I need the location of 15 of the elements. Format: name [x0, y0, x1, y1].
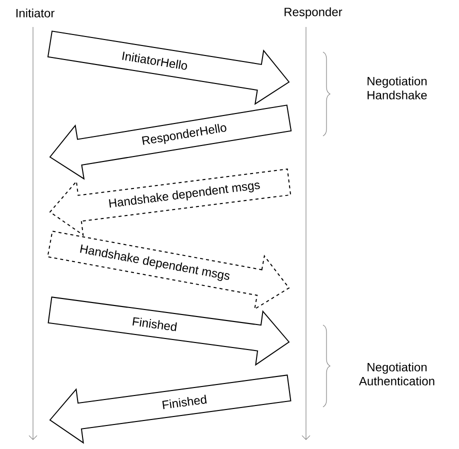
edge-label: Handshake dependent msgs: [108, 182, 260, 208]
block-arrow: [47, 30, 290, 105]
lifeline: Initiator: [16, 8, 54, 440]
block-arrow: [49, 104, 292, 180]
block-arrow: [48, 296, 290, 366]
edge-label: Finished: [132, 317, 177, 332]
block-arrow: [49, 374, 292, 444]
edge-label: Handshake dependent msgs: [80, 244, 230, 281]
phase-label: Negotiation Authentication: [358, 362, 434, 386]
phase-label: Negotiation Handshake: [368, 76, 427, 100]
lifeline: Responder: [284, 7, 342, 440]
block-arrow: [47, 230, 290, 310]
edge-label: Finished: [162, 394, 207, 410]
block-arrow: [49, 168, 292, 236]
edge-label: InitiatorHello: [122, 52, 188, 70]
